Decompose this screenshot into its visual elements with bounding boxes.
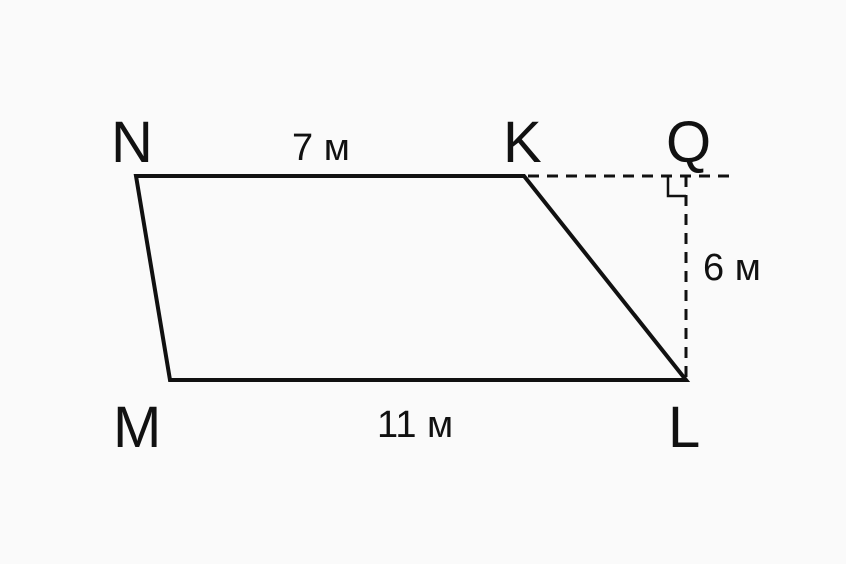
trapezoid-nklm (133, 174, 691, 382)
right-angle-marker (666, 176, 686, 198)
vertex-label-q: Q (666, 110, 711, 175)
side-length-ml: 11 м (377, 404, 453, 446)
vertex-label-k: K (503, 110, 542, 175)
height-length-ql: 6 м (703, 247, 761, 289)
vertex-label-n: N (111, 110, 153, 175)
vertex-label-m: M (113, 395, 161, 460)
side-length-nk: 7 м (292, 127, 350, 169)
vertex-label-l: L (668, 395, 700, 460)
